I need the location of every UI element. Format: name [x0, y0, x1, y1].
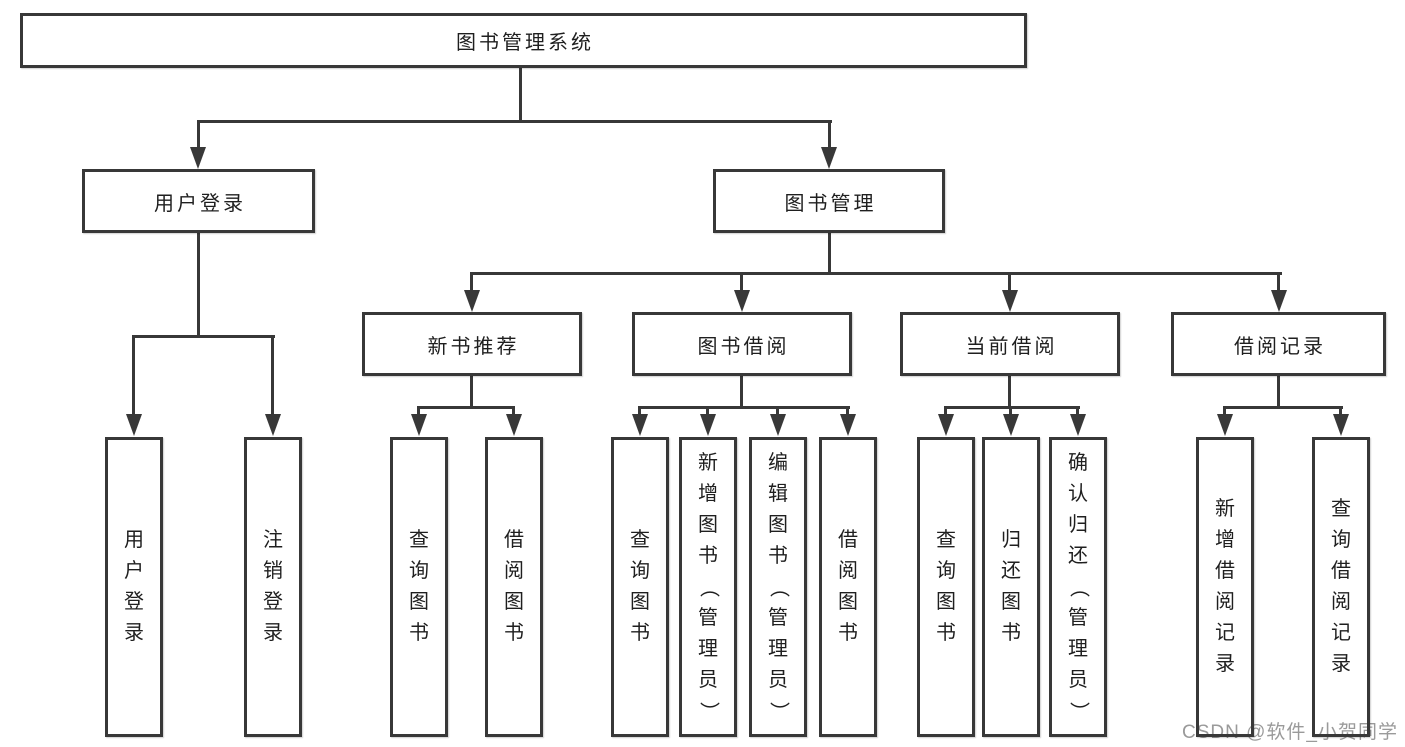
edge-line	[1008, 272, 1011, 292]
leaf-confirm-return-admin: 确认归还（管理员）	[1049, 437, 1107, 737]
edge-arrowhead	[190, 147, 206, 169]
edge-line	[706, 406, 709, 416]
node-label: 用户登录	[124, 529, 144, 644]
edge-line	[417, 406, 515, 409]
edge-line	[132, 335, 275, 338]
edge-arrowhead	[126, 414, 142, 436]
edge-line	[1009, 406, 1012, 416]
leaf-query-borrow-record: 查询借阅记录	[1312, 437, 1370, 737]
leaf-borrow-books-recommend: 借阅图书	[485, 437, 543, 737]
edge-arrowhead	[840, 414, 856, 436]
edge-line	[740, 376, 743, 406]
node-user-login: 用户登录	[82, 169, 315, 233]
node-new-book-recommend: 新书推荐	[362, 312, 582, 376]
node-label: 查询借阅记录	[1331, 498, 1351, 675]
node-label: 新书推荐	[427, 335, 520, 358]
leaf-logout: 注销登录	[244, 437, 302, 737]
node-label: 查询图书	[630, 529, 650, 644]
node-current-borrow: 当前借阅	[900, 312, 1120, 376]
leaf-query-books-recommend: 查询图书	[390, 437, 448, 737]
node-label: 借阅图书	[504, 529, 524, 644]
node-label: 图书管理系统	[456, 32, 594, 54]
edge-line	[828, 233, 831, 272]
edge-line	[638, 406, 641, 416]
node-label: 图书管理	[784, 192, 877, 215]
edge-arrowhead	[411, 414, 427, 436]
node-library-system: 图书管理系统	[20, 13, 1027, 68]
edge-line	[944, 406, 1080, 409]
edge-arrowhead	[1333, 414, 1349, 436]
node-book-management: 图书管理	[713, 169, 945, 233]
edge-line	[197, 120, 200, 149]
edge-arrowhead	[700, 414, 716, 436]
node-label: 当前借阅	[965, 335, 1058, 358]
edge-arrowhead	[734, 290, 750, 312]
edge-arrowhead	[1003, 414, 1019, 436]
node-label: 查询图书	[936, 529, 956, 644]
edge-line	[417, 406, 420, 416]
edge-arrowhead	[632, 414, 648, 436]
edge-line	[132, 335, 135, 416]
leaf-query-books-borrow: 查询图书	[611, 437, 669, 737]
edge-line	[828, 120, 831, 149]
node-book-borrow: 图书借阅	[632, 312, 852, 376]
leaf-borrow-books-2: 借阅图书	[819, 437, 877, 737]
node-label: 图书借阅	[697, 335, 790, 358]
edge-line	[1277, 376, 1280, 406]
edge-line	[1223, 406, 1343, 409]
edge-line	[519, 68, 522, 120]
node-label: 借阅记录	[1234, 335, 1326, 358]
edge-line	[197, 233, 200, 335]
watermark: CSDN @软件_小贺同学	[1182, 722, 1398, 743]
edge-arrowhead	[938, 414, 954, 436]
edge-line	[1339, 406, 1342, 416]
leaf-return-book: 归还图书	[982, 437, 1040, 737]
leaf-user-login: 用户登录	[105, 437, 163, 737]
edge-line	[1277, 272, 1280, 292]
edge-line	[740, 272, 743, 292]
edge-line	[638, 406, 850, 409]
node-borrow-records: 借阅记录	[1171, 312, 1386, 376]
node-label: 编辑图书（管理员）	[767, 451, 790, 722]
edge-line	[470, 376, 473, 406]
edge-line	[1076, 406, 1079, 416]
edge-line	[470, 272, 1282, 275]
node-label: 查询图书	[409, 529, 429, 644]
edge-arrowhead	[1070, 414, 1086, 436]
edge-line	[1223, 406, 1226, 416]
edge-line	[512, 406, 515, 416]
node-label: 新增借阅记录	[1215, 498, 1235, 675]
leaf-add-borrow-record: 新增借阅记录	[1196, 437, 1254, 737]
edge-arrowhead	[821, 147, 837, 169]
leaf-add-book-admin: 新增图书（管理员）	[679, 437, 737, 737]
node-label: 借阅图书	[838, 529, 858, 644]
edge-arrowhead	[265, 414, 281, 436]
node-label: 新增图书（管理员）	[697, 451, 720, 722]
edge-arrowhead	[506, 414, 522, 436]
edge-arrowhead	[464, 290, 480, 312]
edge-line	[1008, 376, 1011, 406]
leaf-edit-book-admin: 编辑图书（管理员）	[749, 437, 807, 737]
edge-arrowhead	[1217, 414, 1233, 436]
leaf-query-books-current: 查询图书	[917, 437, 975, 737]
edge-line	[470, 272, 473, 292]
edge-line	[271, 335, 274, 416]
node-label: 确认归还（管理员）	[1067, 451, 1090, 722]
node-label: 用户登录	[154, 192, 246, 215]
edge-line	[197, 120, 832, 123]
node-label: 归还图书	[1001, 529, 1021, 644]
edge-arrowhead	[1271, 290, 1287, 312]
node-label: 注销登录	[263, 529, 283, 644]
edge-arrowhead	[770, 414, 786, 436]
edge-line	[944, 406, 947, 416]
edge-line	[846, 406, 849, 416]
edge-arrowhead	[1002, 290, 1018, 312]
edge-line	[776, 406, 779, 416]
